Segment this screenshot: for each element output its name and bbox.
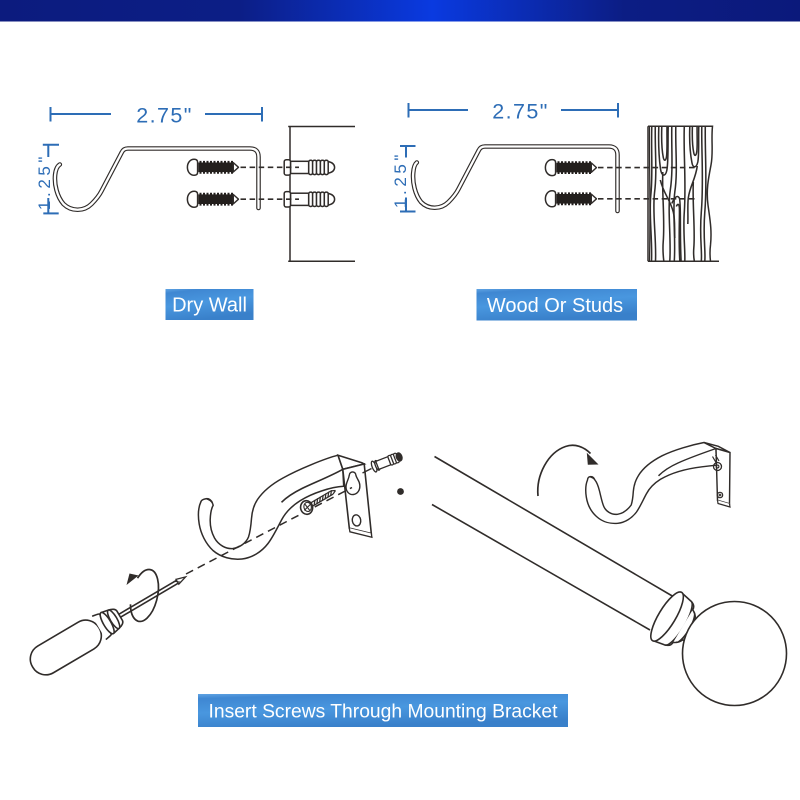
- svg-text:1.25": 1.25": [35, 153, 54, 210]
- svg-text:Insert Screws Through Mounting: Insert Screws Through Mounting Bracket: [208, 702, 558, 723]
- svg-text:2.75": 2.75": [136, 104, 192, 128]
- svg-text:2.75": 2.75": [492, 100, 548, 124]
- svg-text:Dry Wall: Dry Wall: [172, 295, 247, 317]
- svg-text:1.25": 1.25": [391, 151, 410, 208]
- svg-text:Wood Or Studs: Wood Or Studs: [487, 295, 623, 317]
